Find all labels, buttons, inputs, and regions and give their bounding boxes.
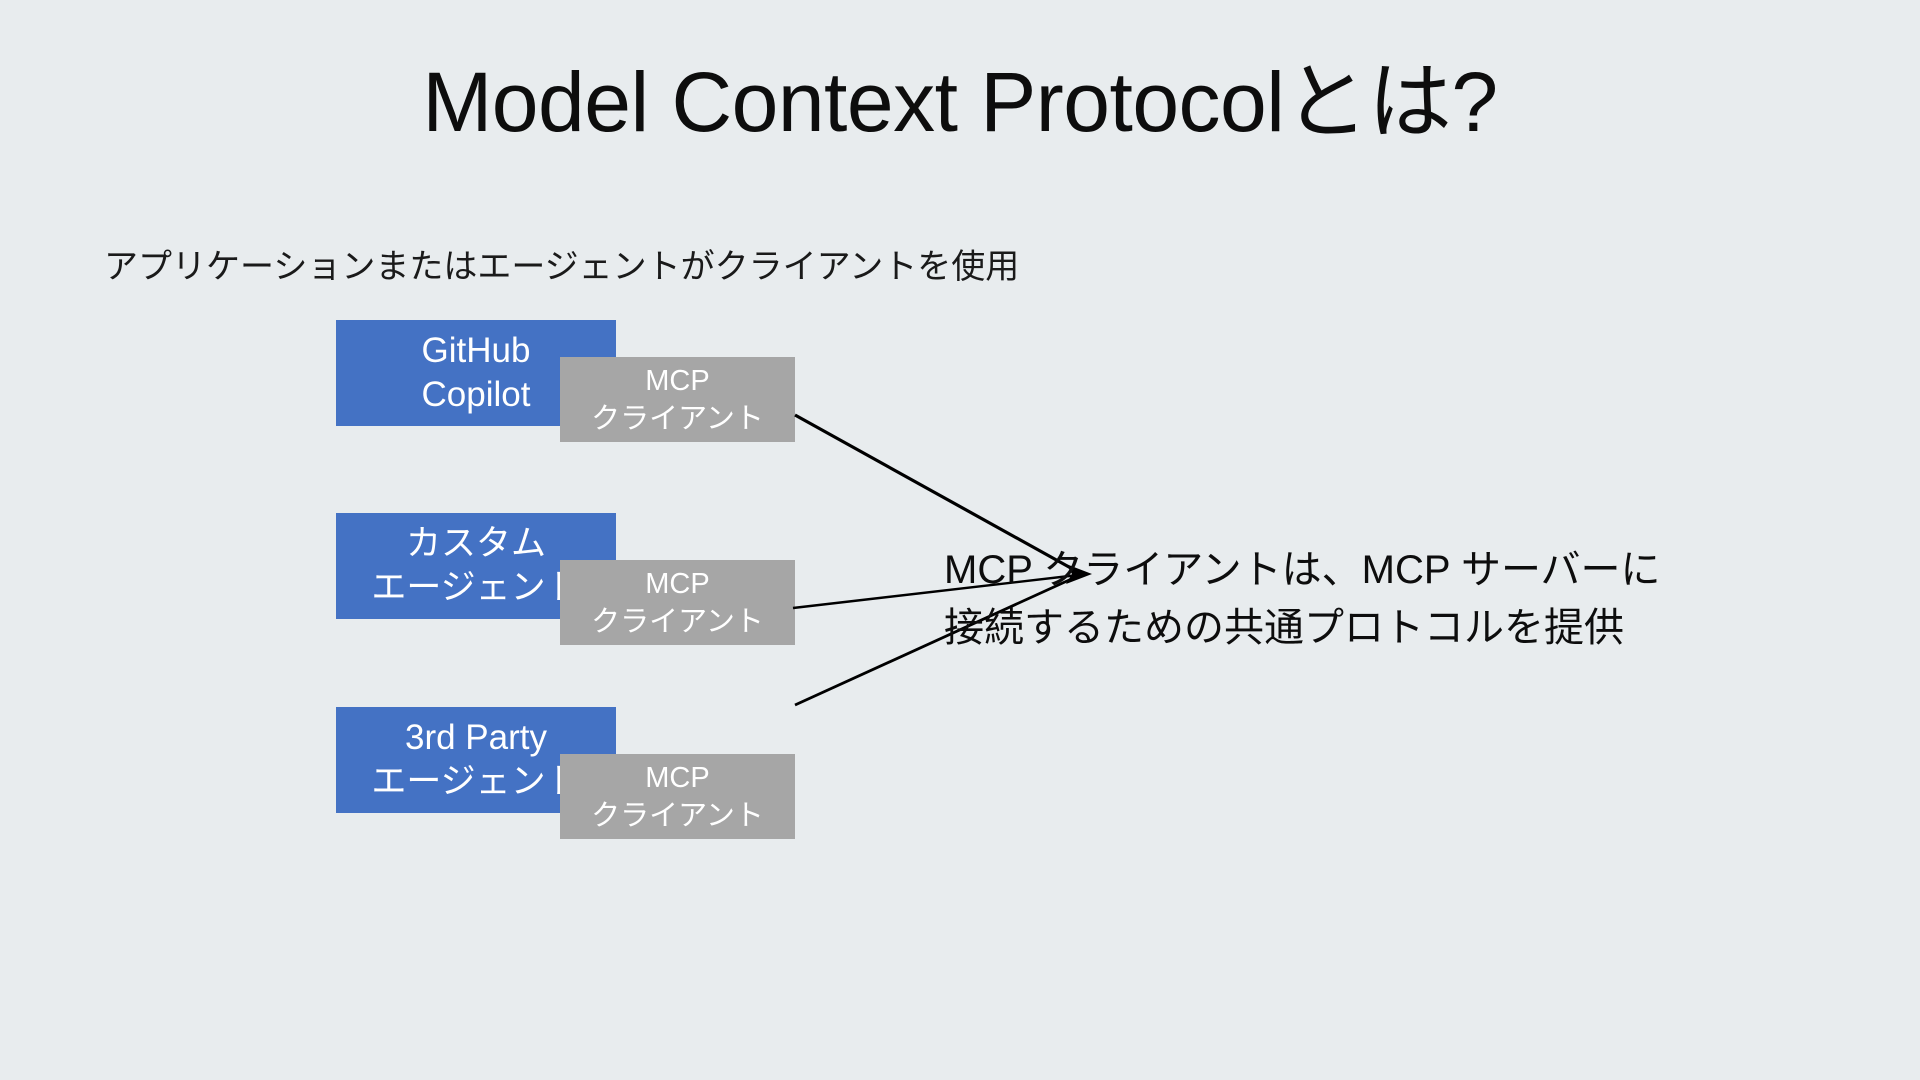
- app-box-label-line1: 3rd Party: [405, 718, 547, 757]
- mcp-client-label-line1: MCP: [645, 364, 710, 397]
- explanatory-note: MCP クライアントは、MCP サーバーに 接続するための共通プロトコルを提供: [944, 541, 1661, 657]
- mcp-client-box-1[interactable]: MCP クライアント: [560, 357, 795, 442]
- mcp-client-box-3[interactable]: MCP クライアント: [560, 754, 795, 839]
- app-box-label-line1: GitHub: [421, 331, 531, 370]
- mcp-client-label-line2: クライアント: [591, 402, 764, 435]
- page-title: Model Context Protocolとは?: [422, 55, 1498, 149]
- subtitle-caption: アプリケーションまたはエージェントがクライアントを使用: [104, 248, 1020, 286]
- mcp-client-label-line2: クライアント: [591, 605, 764, 638]
- note-line-2: 接続するための共通プロトコルを提供: [944, 606, 1624, 650]
- mcp-client-box-2[interactable]: MCP クライアント: [560, 560, 795, 645]
- note-line-1: MCP クライアントは、MCP サーバーに: [944, 548, 1661, 592]
- mcp-client-label-line1: MCP: [645, 761, 710, 794]
- mcp-client-label-line2: クライアント: [591, 799, 764, 832]
- mcp-client-label-line1: MCP: [645, 567, 710, 600]
- app-box-label-line2: Copilot: [421, 375, 531, 414]
- app-box-label-line2: エージェント: [371, 568, 581, 607]
- app-box-label-line1: カスタム: [405, 524, 546, 563]
- app-box-label-line2: エージェント: [371, 762, 581, 801]
